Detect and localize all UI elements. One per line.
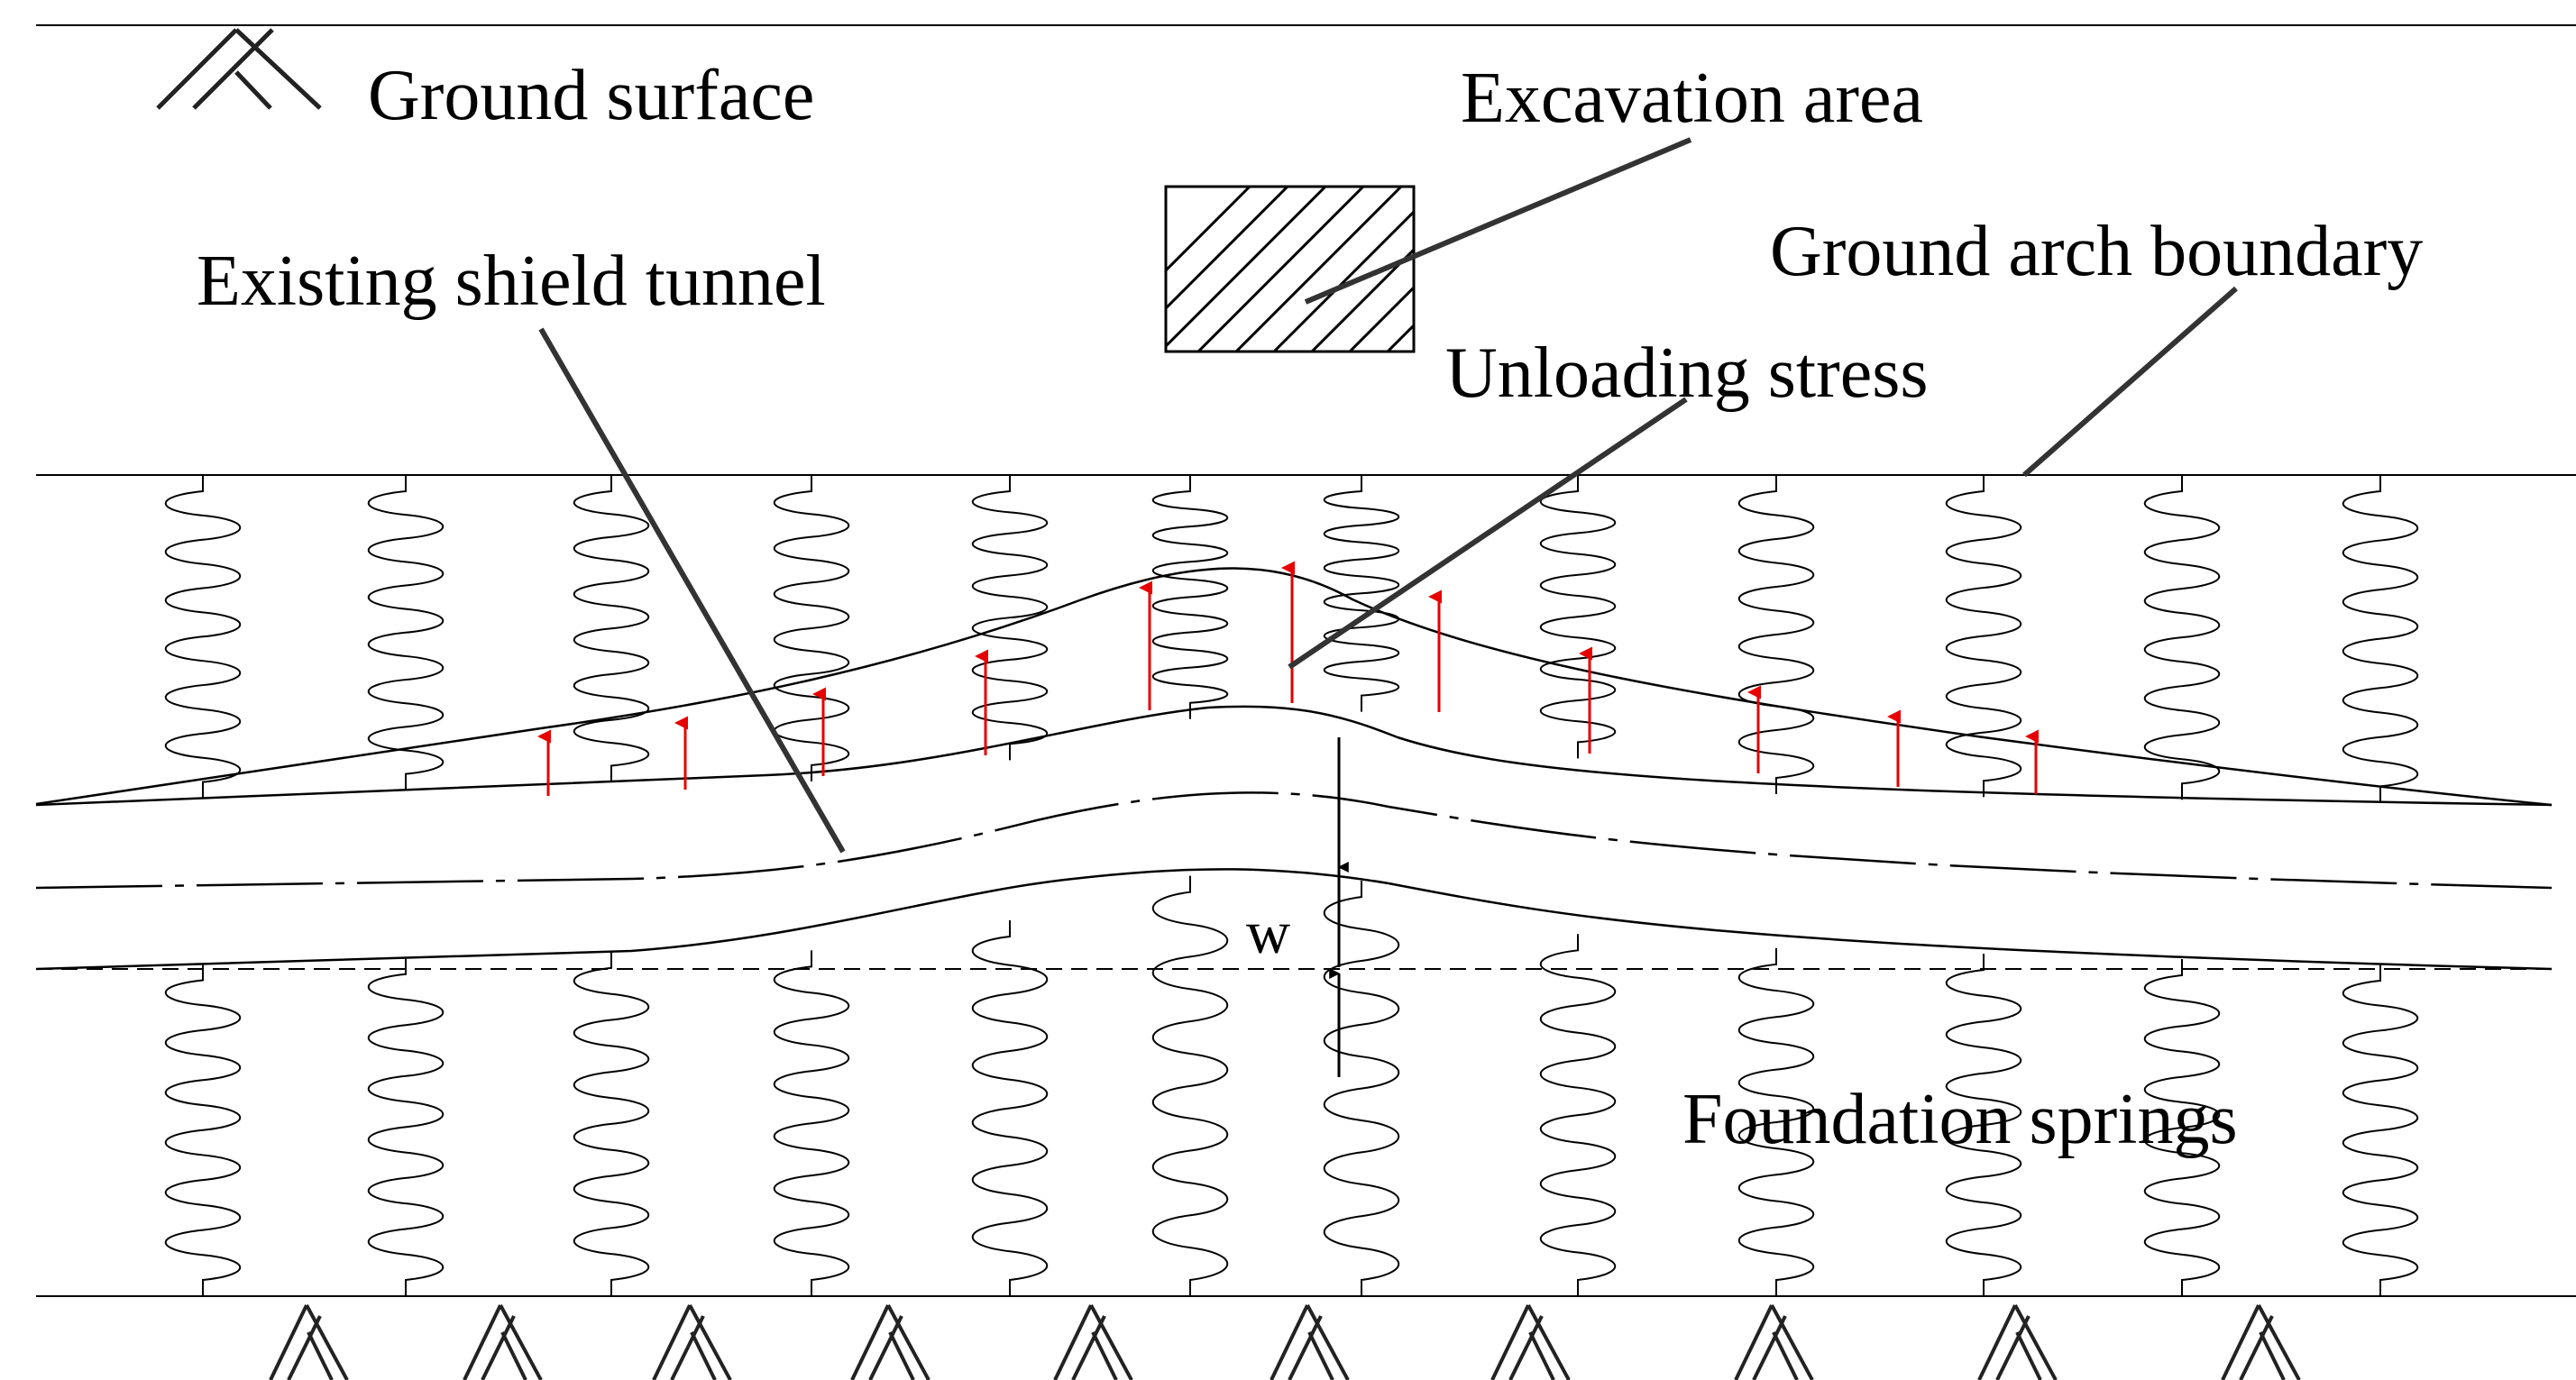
lower-spring [573,951,650,1296]
fixed-support-icon [1270,1304,1350,1380]
lower-spring [2143,959,2221,1296]
lower-spring [367,957,445,1296]
unloading-stress-envelope [35,567,2553,807]
stress-arrows [537,561,2039,796]
fixed-support-icon [1490,1304,1571,1380]
fixed-support-icon [652,1304,732,1380]
tunnel-bottom-line [35,868,2553,971]
lower-spring [971,919,1049,1296]
lower-spring [1151,875,1229,1296]
tunnel-centerline [35,791,2553,890]
foundation-springs [164,475,2419,1296]
lower-spring [1323,881,1400,1296]
fixed-support-icon [463,1304,543,1380]
fixed-support-icon [1734,1304,1814,1380]
unloading-stress-label: Unloading stress [1445,334,1929,413]
upper-spring [1151,475,1229,719]
upper-spring [2143,475,2221,800]
upper-spring [1945,475,2022,798]
ground-arch-boundary-leader [2022,286,2238,478]
ground-arch-boundary-label: Ground arch boundary [1770,212,2423,291]
fixed-support-icon [2221,1304,2301,1380]
fixed-support-icon [1053,1304,1133,1380]
excavation-area-label: Excavation area [1461,59,1923,138]
fixed-support-icon [850,1304,930,1380]
lower-spring [2342,964,2419,1296]
upper-spring [1539,475,1617,759]
upper-spring [367,475,445,791]
tunnel-top-line [35,705,2553,807]
upper-spring [573,475,650,782]
ground-hatch-icon [156,28,322,110]
fixed-support-icon [1977,1304,2058,1380]
lower-spring [164,964,242,1296]
upper-spring [164,475,242,799]
existing-shield-tunnel-leader [538,327,846,854]
upper-spring [2342,475,2419,803]
fixed-support-icon [269,1304,349,1380]
upper-spring [1323,475,1400,712]
excavation-area-box [1164,185,1416,353]
unloading-stress-leader [1288,397,1688,670]
existing-shield-tunnel-label: Existing shield tunnel [197,242,826,321]
fixed-supports [269,1304,2301,1380]
upper-spring [1737,475,1815,794]
lower-spring [1539,934,1617,1296]
lower-spring [1737,947,1815,1296]
w-label: w [1246,898,1290,966]
ground-surface-label: Ground surface [368,56,814,135]
excavation-area-leader [1304,137,1692,305]
lower-spring [1945,954,2022,1296]
lower-spring [773,950,850,1296]
upper-spring [971,475,1049,761]
upper-spring [773,475,850,781]
